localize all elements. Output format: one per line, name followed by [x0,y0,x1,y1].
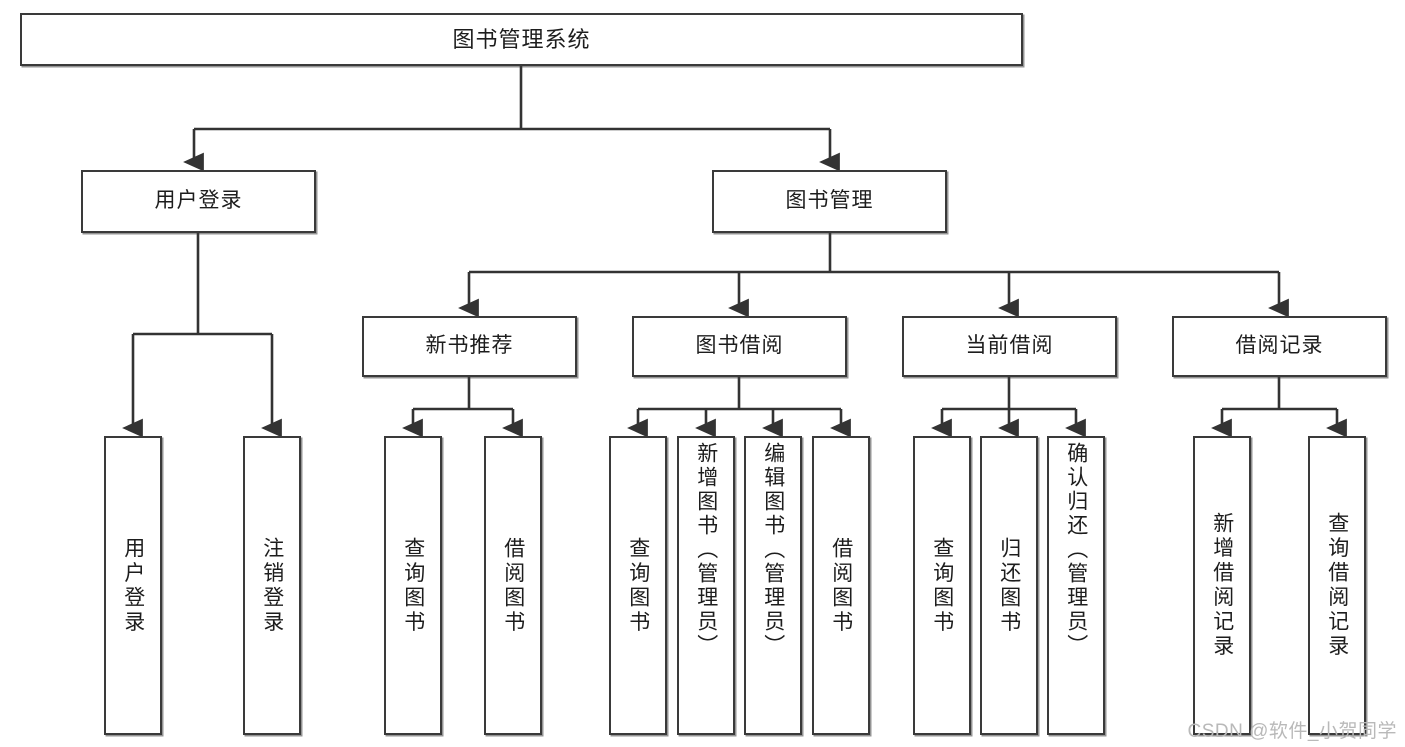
node-current-borrow[interactable]: 当前借阅 [902,316,1117,377]
node-label: 图书借阅 [695,334,784,358]
node-label: 借阅图书 [501,536,525,635]
node-book-borrow[interactable]: 图书借阅 [632,316,847,377]
node-label: 查询图书 [930,536,954,635]
node-label: 当前借阅 [965,334,1054,358]
node-label: 查询图书 [401,536,425,635]
node-leaf-add-book-admin[interactable]: 新增图书（管理员） [677,436,735,735]
node-root-book-management-system[interactable]: 图书管理系统 [20,13,1023,66]
node-leaf-logout[interactable]: 注销登录 [243,436,301,735]
node-label: 图书管理系统 [452,26,591,52]
node-label: 图书管理 [785,189,874,213]
node-leaf-query-book-new[interactable]: 查询图书 [384,436,442,735]
node-label: 归还图书 [997,536,1021,635]
node-leaf-borrow-book-new[interactable]: 借阅图书 [484,436,542,735]
node-label: 编辑图书（管理员） [761,442,785,658]
node-label: 查询图书 [626,536,650,635]
node-label: 用户登录 [121,536,145,635]
watermark: CSDN @软件_小贺同学 [1187,721,1397,742]
node-leaf-query-borrow-record[interactable]: 查询借阅记录 [1308,436,1366,735]
node-leaf-query-book-current[interactable]: 查询图书 [913,436,971,735]
node-leaf-confirm-return-admin[interactable]: 确认归还（管理员） [1047,436,1105,735]
node-label: 借阅图书 [829,536,853,635]
node-leaf-add-borrow-record[interactable]: 新增借阅记录 [1193,436,1251,735]
node-leaf-query-book-borrow[interactable]: 查询图书 [609,436,667,735]
node-label: 借阅记录 [1235,334,1324,358]
node-label: 新增借阅记录 [1210,512,1234,659]
node-label: 确认归还（管理员） [1064,442,1088,658]
node-leaf-borrow-book[interactable]: 借阅图书 [812,436,870,735]
node-label: 用户登录 [154,189,243,213]
node-label: 查询借阅记录 [1325,512,1349,659]
node-leaf-edit-book-admin[interactable]: 编辑图书（管理员） [744,436,802,735]
node-label: 注销登录 [260,536,284,635]
node-leaf-user-login[interactable]: 用户登录 [104,436,162,735]
node-leaf-return-book[interactable]: 归还图书 [980,436,1038,735]
node-new-book-recommendation[interactable]: 新书推荐 [362,316,577,377]
node-label: 新书推荐 [425,334,514,358]
node-user-login[interactable]: 用户登录 [81,170,316,233]
node-book-management[interactable]: 图书管理 [712,170,947,233]
node-borrow-record[interactable]: 借阅记录 [1172,316,1387,377]
node-label: 新增图书（管理员） [694,442,718,658]
